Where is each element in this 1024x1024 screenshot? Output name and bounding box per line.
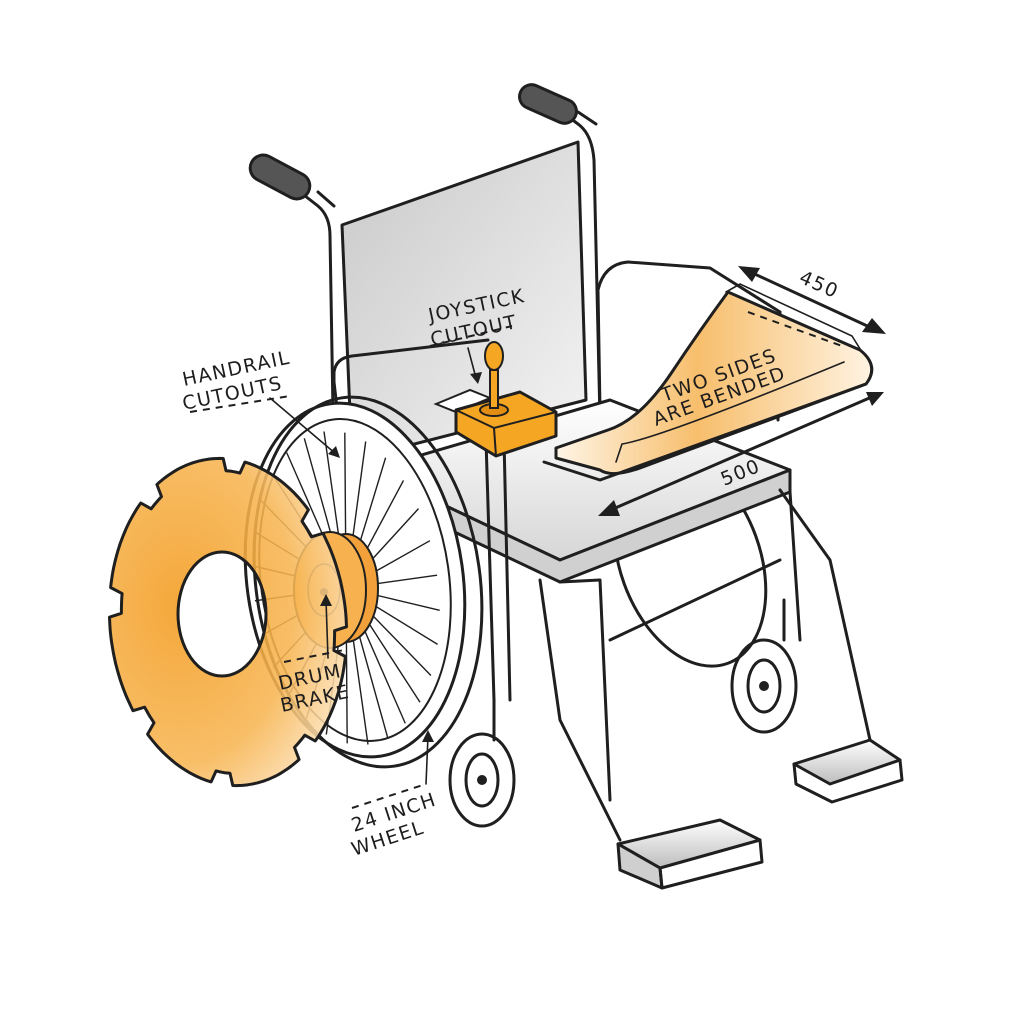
footrest-left xyxy=(616,818,764,890)
push-handle-left xyxy=(248,153,336,472)
tray-table xyxy=(542,283,874,482)
front-caster-right xyxy=(730,598,798,734)
lower-frame xyxy=(484,438,872,842)
leader-lines xyxy=(189,325,513,809)
joystick-icon xyxy=(479,341,509,417)
dimension-arrow-450 xyxy=(738,266,886,334)
footrest-right xyxy=(792,738,904,804)
dimension-arrow-500 xyxy=(598,392,884,516)
front-caster-left xyxy=(448,698,516,828)
handrail-cutout-disc xyxy=(108,456,348,788)
backrest xyxy=(340,140,588,462)
push-handle-right xyxy=(518,83,602,422)
